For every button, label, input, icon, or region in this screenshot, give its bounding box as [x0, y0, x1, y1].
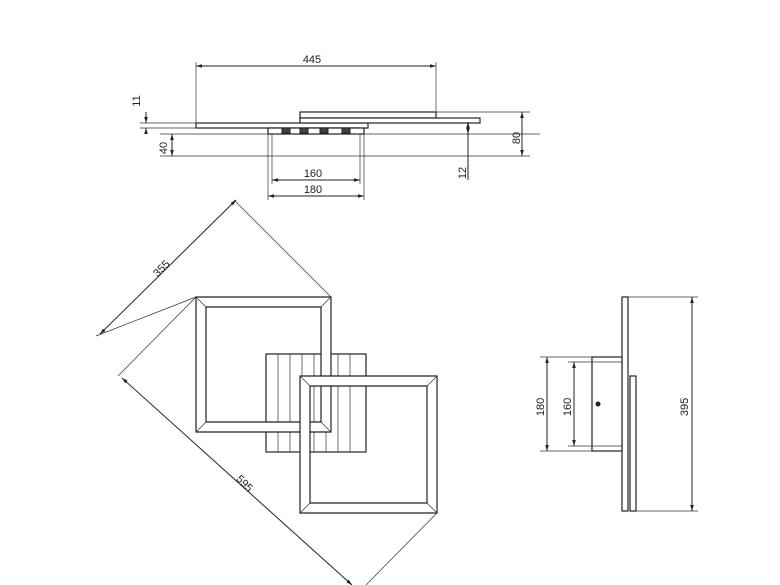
dim-line-595: [121, 377, 353, 585]
dim-label-80: 80: [511, 132, 523, 144]
dim-label-40: 40: [158, 142, 170, 154]
bracket-slot: [341, 127, 351, 134]
screw-icon: [595, 401, 601, 407]
dim-line-355: [99, 199, 237, 335]
dim-label-160: 160: [304, 168, 322, 180]
dim-label-180: 180: [535, 398, 547, 416]
bracket-slot: [319, 127, 329, 134]
upper-plate: [299, 111, 437, 119]
dim-label-180: 180: [304, 184, 322, 196]
bracket-slot: [299, 127, 309, 134]
back-frame-profile: [621, 296, 629, 512]
dim-label-160: 160: [562, 398, 574, 416]
extension-line: [365, 512, 438, 585]
bracket-slot: [281, 127, 291, 134]
connector-plate: [299, 117, 481, 124]
dim-label-445: 445: [303, 54, 321, 66]
extension-line: [117, 296, 197, 377]
front-frame-profile: [629, 375, 637, 512]
side-view: 180 160 395: [535, 296, 698, 512]
front-view: 355 595: [95, 199, 438, 585]
dim-label-11: 11: [131, 95, 143, 106]
dim-label-355: 355: [151, 258, 172, 279]
top-view: 445 11 40 80 12 160 180: [131, 54, 540, 200]
dim-label-395: 395: [679, 398, 691, 416]
mounting-plate: [265, 353, 367, 453]
extension-line: [233, 199, 332, 298]
lower-plate: [195, 122, 369, 129]
dim-label-12: 12: [457, 167, 469, 179]
dim-label-595: 595: [233, 473, 254, 494]
extension-line: [95, 296, 197, 337]
mounting-block: [267, 127, 365, 135]
